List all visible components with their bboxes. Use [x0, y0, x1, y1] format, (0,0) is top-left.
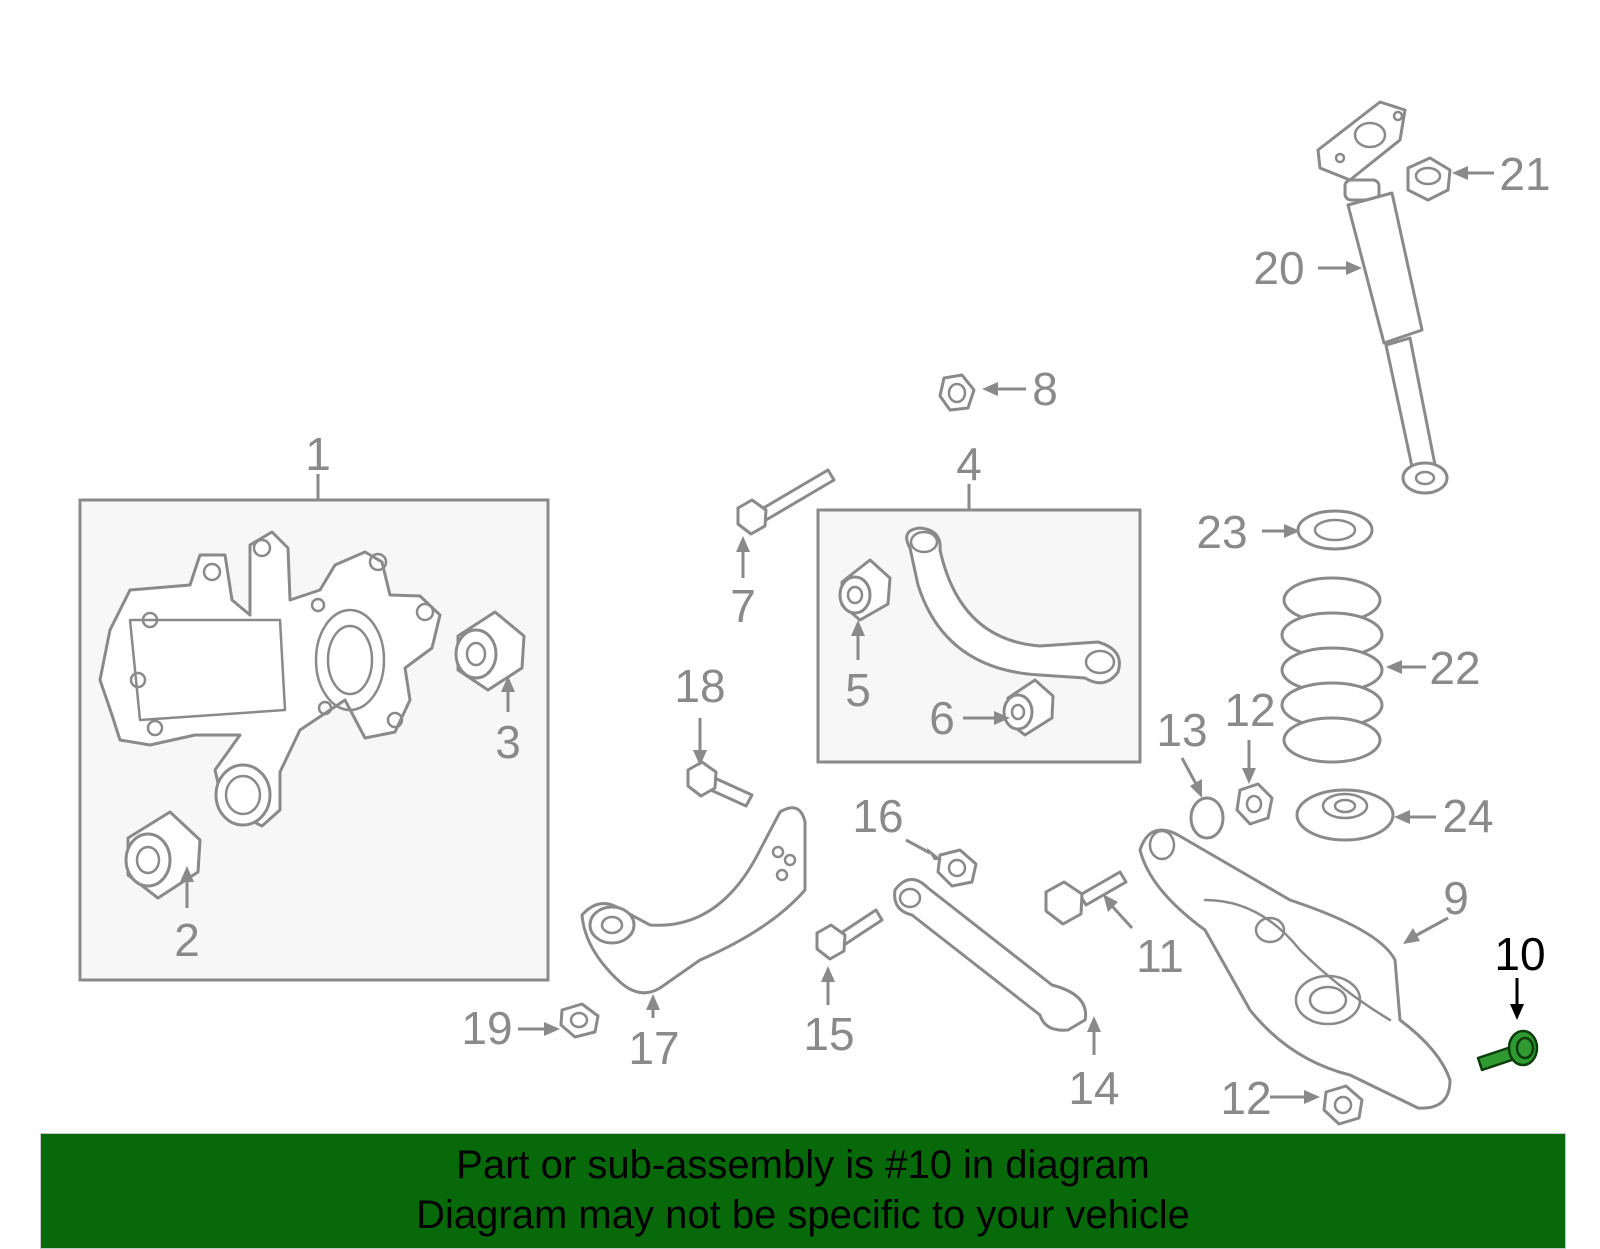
callout-leaders — [180, 166, 1524, 1104]
nut-21-part — [1406, 156, 1452, 202]
upper-arm-4-part — [905, 526, 1121, 685]
info-banner: Part or sub-assembly is #10 in diagram D… — [40, 1133, 1566, 1249]
callout-3: 3 — [495, 716, 521, 768]
nut-12-lower-part — [1322, 1084, 1364, 1126]
bolt-10-highlighted-part — [1476, 1029, 1539, 1072]
callout-4: 4 — [956, 438, 982, 490]
banner-line-disclaimer: Diagram may not be specific to your vehi… — [416, 1193, 1190, 1237]
bolt-7-part — [736, 468, 836, 536]
spring-seat-23-part — [1296, 509, 1374, 551]
bolt-18-part — [686, 760, 754, 808]
callout-12-lower: 12 — [1220, 1072, 1271, 1124]
callout-15: 15 — [803, 1008, 854, 1060]
callout-10-highlighted: 10 — [1494, 928, 1545, 980]
shock-absorber-20-part — [1316, 100, 1449, 495]
bushing-2-part — [124, 810, 202, 900]
nut-12-upper-part — [1235, 782, 1274, 826]
callout-7: 7 — [730, 580, 756, 632]
callout-19: 19 — [461, 1002, 512, 1054]
o-ring-13-part — [1189, 796, 1225, 840]
coil-spring-22-part — [1280, 576, 1384, 764]
nut-8-part — [938, 373, 976, 412]
nut-16-part — [936, 848, 978, 888]
callout-13: 13 — [1156, 704, 1207, 756]
lower-arm-9-part — [1138, 828, 1452, 1110]
callout-20: 20 — [1253, 242, 1304, 294]
knuckle-part — [98, 530, 442, 828]
nut-19-part — [559, 1002, 600, 1039]
callout-22: 22 — [1429, 642, 1480, 694]
callout-5: 5 — [845, 664, 871, 716]
callout-2: 2 — [174, 914, 200, 966]
arm-17-part — [580, 806, 807, 995]
bushing-6-part — [1002, 678, 1055, 737]
bolt-11-part — [1044, 870, 1128, 926]
callout-6: 6 — [929, 692, 955, 744]
callout-23: 23 — [1196, 506, 1247, 558]
bushing-3-part — [454, 610, 526, 692]
callout-12-upper: 12 — [1224, 684, 1275, 736]
callout-14: 14 — [1068, 1062, 1119, 1114]
link-14-part — [893, 878, 1088, 1032]
callout-21: 21 — [1499, 148, 1550, 200]
banner-line-part-number: Part or sub-assembly is #10 in diagram — [456, 1143, 1150, 1187]
callout-17: 17 — [628, 1022, 679, 1074]
callout-8: 8 — [1032, 363, 1058, 415]
callout-18: 18 — [674, 660, 725, 712]
callout-9: 9 — [1443, 872, 1469, 924]
bushing-5-part — [838, 558, 892, 622]
callout-1: 1 — [305, 428, 331, 480]
bolt-15-part — [815, 908, 884, 961]
callout-24: 24 — [1442, 790, 1493, 842]
callout-11: 11 — [1136, 930, 1184, 982]
lower-seat-24-part — [1295, 788, 1395, 842]
callout-16: 16 — [852, 790, 903, 842]
